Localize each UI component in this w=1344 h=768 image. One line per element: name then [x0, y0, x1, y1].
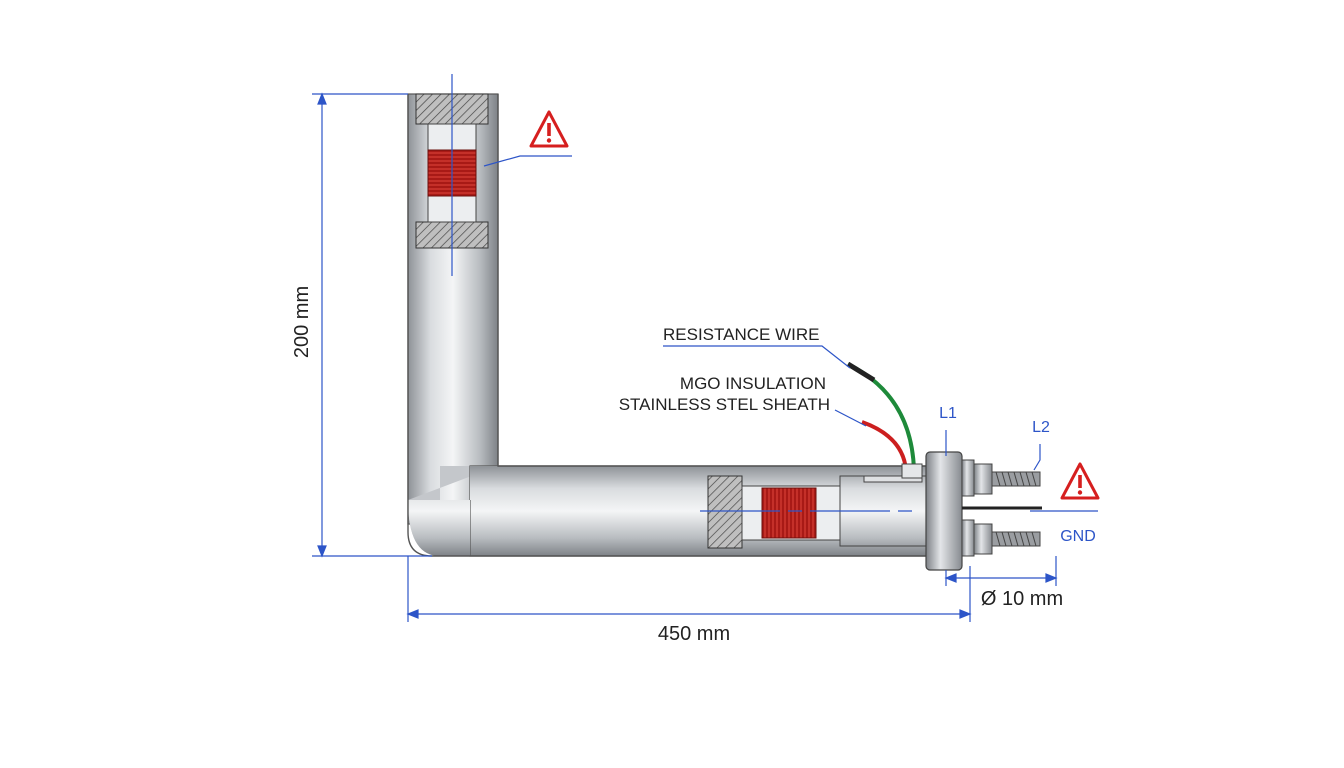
- warning-right-icon: [1060, 462, 1100, 500]
- length-dimension-label: 450 mm: [658, 623, 730, 645]
- leader-lines: [483, 155, 1041, 471]
- gnd-label: GND: [1060, 528, 1096, 545]
- terminal-flange: [925, 451, 993, 571]
- horizontal-cutaway-section: [707, 475, 933, 549]
- warning-top-icon: [529, 110, 569, 148]
- diameter-dimension-label: Ø 10 mm: [981, 588, 1063, 610]
- length-dimension: [406, 556, 972, 622]
- l2-label: L2: [1032, 419, 1050, 436]
- height-dimension: [312, 92, 432, 558]
- sheath-label: STAINLESS STEL SHEATH: [619, 395, 830, 414]
- center-lines: [451, 74, 1098, 512]
- lead-wires: [846, 361, 923, 479]
- mgo-insulation-label: MGO INSULATION: [680, 374, 826, 393]
- l1-label: L1: [939, 405, 957, 422]
- height-dimension-label: 200 mm: [291, 286, 313, 358]
- resistance-wire-label: RESISTANCE WIRE: [663, 325, 819, 344]
- diameter-dimension: [944, 556, 1058, 586]
- terminal-stud-l2: [991, 471, 1041, 487]
- horizontal-resistance-coil: [761, 487, 817, 539]
- terminal-stud-gnd: [991, 531, 1041, 547]
